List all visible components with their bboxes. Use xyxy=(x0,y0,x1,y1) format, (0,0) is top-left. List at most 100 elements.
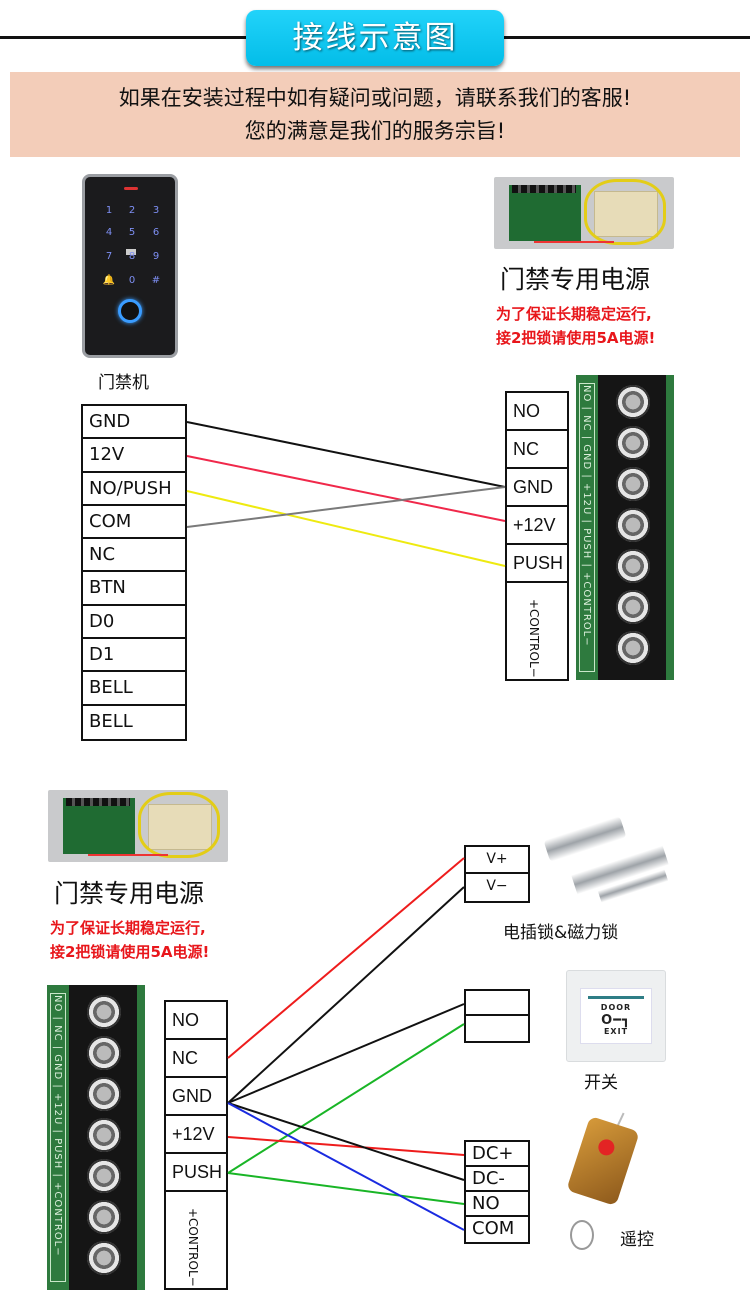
wire-gnd-to-exit1 xyxy=(227,1003,465,1104)
lock-terminal-table: V+ V− xyxy=(464,845,530,903)
terminal-row: PUSH xyxy=(507,545,567,583)
terminal-row: COM xyxy=(472,1218,515,1239)
terminal-row: +12V xyxy=(507,507,567,545)
wire-gnd-to-com xyxy=(227,1102,465,1231)
wire-gnd-to-v xyxy=(227,886,465,1104)
terminal-row: D1 xyxy=(83,639,185,673)
keypad-key: 5 xyxy=(128,227,136,238)
psu-note-line-1: 为了保证长期稳定运行, xyxy=(50,919,206,937)
keypad-key: # xyxy=(151,275,161,286)
exit-button-image: DOOR O━┓ EXIT xyxy=(566,970,666,1062)
terminal-row: 12V xyxy=(83,439,185,473)
keypad-led xyxy=(124,187,138,190)
exit-caption: 开关 xyxy=(584,1073,618,1093)
header-rule-left xyxy=(0,36,250,39)
keypad-caption: 门禁机 xyxy=(98,373,149,393)
psu-terminal-strip-bottom: NO | NC | GND | +12U | PUSH | +CONTROL− xyxy=(47,985,145,1290)
terminal-row: PUSH xyxy=(166,1154,226,1192)
keypad-key: 8 xyxy=(128,251,136,262)
wire-com-to-gnd xyxy=(186,486,506,528)
wire-gnd-to-gnd xyxy=(186,421,506,488)
keypad-card-slot xyxy=(126,249,136,255)
terminal-screw-icon xyxy=(616,385,650,419)
wire-push-to-exit2 xyxy=(227,1023,465,1174)
wire-gnd-to-dc xyxy=(227,1102,465,1181)
terminal-row: V− xyxy=(486,878,508,894)
keypad-key: 2 xyxy=(128,205,136,216)
power-supply-image-bottom xyxy=(48,790,228,862)
wire-nopush-to-push xyxy=(186,490,506,567)
terminal-row: V+ xyxy=(466,847,528,874)
psu-note-line-2: 接2把锁请使用5A电源! xyxy=(496,329,656,347)
page-title: 接线示意图 xyxy=(246,10,504,66)
support-notice: 如果在安装过程中如有疑问或问题，请联系我们的客服! 您的满意是我们的服务宗旨! xyxy=(10,72,740,157)
lock-caption: 电插锁&磁力锁 xyxy=(503,923,619,943)
psu-note-line-2: 接2把锁请使用5A电源! xyxy=(50,943,210,961)
wire-12v-to-12v xyxy=(186,455,506,522)
notice-line-1: 如果在安装过程中如有疑问或问题，请联系我们的客服! xyxy=(118,86,632,110)
terminal-row: DC- xyxy=(466,1167,528,1192)
terminal-row: +12V xyxy=(166,1116,226,1154)
terminal-screw-icon xyxy=(616,508,650,542)
terminal-screw-icon xyxy=(616,549,650,583)
psu-note-top: 为了保证长期稳定运行, 接2把锁请使用5A电源! xyxy=(496,302,655,350)
terminal-row: D0 xyxy=(83,606,185,640)
psu-note-bottom: 为了保证长期稳定运行, 接2把锁请使用5A电源! xyxy=(50,916,209,964)
keypad-key: 🔔 xyxy=(102,275,116,286)
terminal-screw-icon xyxy=(616,631,650,665)
control-terminal-label: +CONTROL− xyxy=(186,1208,200,1287)
terminal-row: GND xyxy=(83,406,185,440)
psu-terminal-strip-top: NO | NC | GND | +12U | PUSH | +CONTROL− xyxy=(576,375,674,680)
terminal-row xyxy=(466,991,528,1016)
keypad-key: 9 xyxy=(152,251,160,262)
key-icon: O━┓ xyxy=(601,1013,631,1028)
control-terminal-label: +CONTROL− xyxy=(527,599,541,678)
terminal-row: NO/PUSH xyxy=(83,473,185,506)
keypad-key: 6 xyxy=(152,227,160,238)
terminal-row: NC xyxy=(166,1040,226,1078)
wire-nc-to-v xyxy=(227,857,465,1059)
terminal-row: NC xyxy=(83,539,185,573)
exit-switch-terminal-table xyxy=(464,989,530,1043)
terminal-row: NO xyxy=(507,393,567,431)
terminal-screw-icon xyxy=(87,1077,121,1111)
terminal-row: GND xyxy=(507,469,567,507)
terminal-screw-icon xyxy=(87,1036,121,1070)
psu-title-top: 门禁专用电源 xyxy=(500,265,651,294)
wire-push-to-no xyxy=(227,1172,465,1205)
terminal-screw-icon xyxy=(616,426,650,460)
terminal-row: GND xyxy=(166,1078,226,1116)
exit-button-door-text: DOOR xyxy=(600,1003,632,1012)
terminal-row: COM xyxy=(83,506,185,540)
notice-line-2: 您的满意是我们的服务宗旨! xyxy=(244,119,506,143)
psu-note-line-1: 为了保证长期稳定运行, xyxy=(496,305,652,323)
keypad-key: 7 xyxy=(105,251,113,262)
keyring-icon xyxy=(570,1220,594,1250)
terminal-row: DC+ xyxy=(466,1142,528,1167)
terminal-screw-icon xyxy=(87,1159,121,1193)
fingerprint-sensor-icon xyxy=(118,299,142,323)
terminal-screw-icon xyxy=(87,1118,121,1152)
terminal-screw-icon xyxy=(616,590,650,624)
wire-12v-to-dc xyxy=(227,1136,465,1156)
keypad-key: 3 xyxy=(152,205,160,216)
terminal-row: NO xyxy=(166,1002,226,1040)
terminal-row: BTN xyxy=(83,572,185,606)
terminal-row: NO xyxy=(466,1192,528,1217)
terminal-row: BELL xyxy=(83,672,185,706)
header-rule-right xyxy=(500,36,750,39)
terminal-screw-icon xyxy=(87,995,121,1029)
terminal-screw-icon xyxy=(87,1241,121,1275)
keypad-key: 4 xyxy=(105,227,113,238)
terminal-screw-icon xyxy=(87,1200,121,1234)
power-supply-image-top xyxy=(494,177,674,249)
terminal-screw-icon xyxy=(616,467,650,501)
terminal-row: NC xyxy=(507,431,567,469)
terminal-row: BELL xyxy=(89,710,133,732)
remote-caption: 遥控 xyxy=(620,1230,654,1250)
